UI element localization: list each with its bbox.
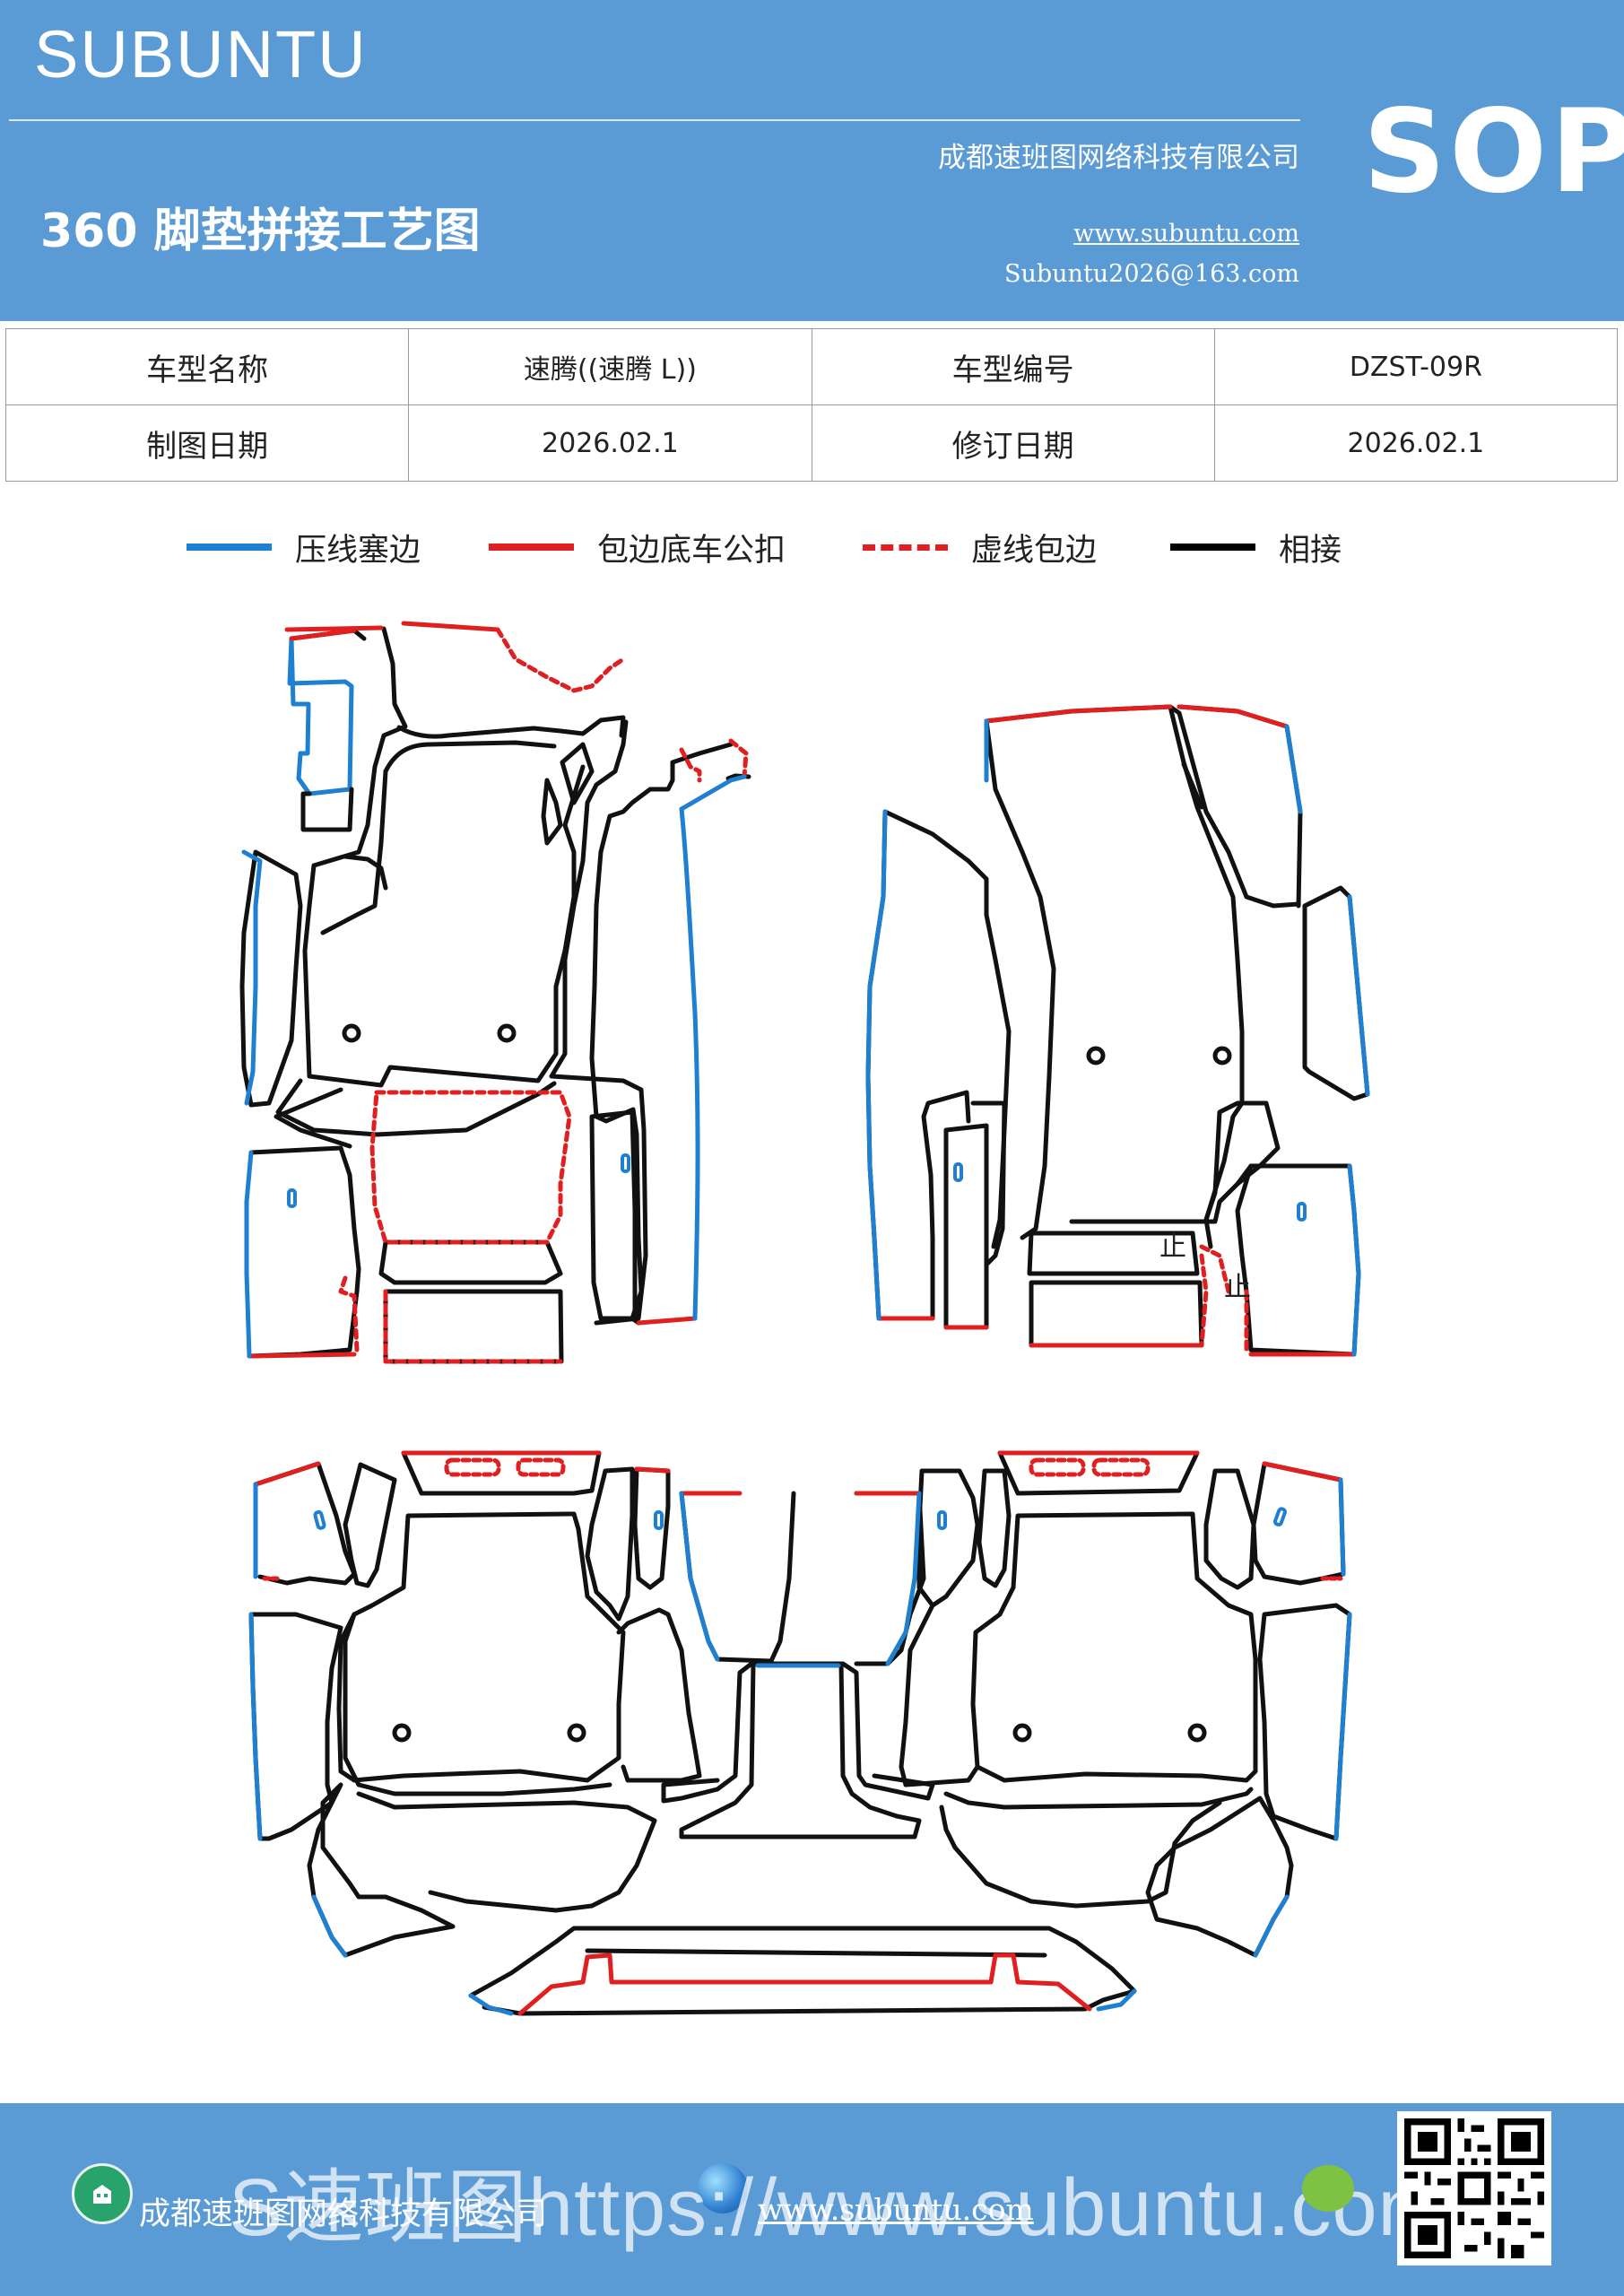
legend-label: 虚线包边 (971, 532, 1098, 569)
table-cell-label: 制图日期 (4, 404, 410, 482)
legend-swatch (1170, 544, 1255, 551)
building-icon (72, 2163, 133, 2224)
table-cell-value: 2026.02.1 (1213, 404, 1619, 482)
legend-item-blue: 压线塞边 (187, 525, 421, 570)
table-row: 车型名称 速腾((速腾 L)) 车型编号 DZST-09R (4, 328, 1619, 405)
table-cell-label: 车型编号 (811, 328, 1215, 405)
mat-center-tunnel (661, 1661, 935, 1839)
legend-item-black: 相接 (1170, 525, 1342, 570)
table-row: 制图日期 2026.02.1 修订日期 2026.02.1 (4, 404, 1619, 482)
header-divider (9, 119, 1300, 121)
mat-front-left (239, 626, 751, 1364)
legend-label: 相接 (1279, 532, 1342, 569)
footer-banner (0, 2103, 1624, 2296)
website-link[interactable]: www.subuntu.com (1073, 220, 1299, 248)
legend-item-red: 包边底车公扣 (489, 525, 786, 570)
globe-icon (698, 2163, 748, 2213)
table-cell-value: DZST-09R (1213, 328, 1619, 405)
contact-email: Subuntu2026@163.com (1004, 260, 1299, 288)
legend-item-red-dashed: 虚线包边 (863, 525, 1097, 570)
company-name: 成都速班图网络科技有限公司 (938, 142, 1299, 174)
legend-label: 压线塞边 (295, 532, 421, 569)
legend-label: 包边底车公扣 (597, 532, 786, 569)
doc-type-label: SOP (1363, 85, 1624, 219)
mat-rear-right (854, 1450, 1352, 1958)
mat-front-right (865, 704, 1370, 1357)
legend-swatch (489, 544, 574, 551)
wechat-icon (1302, 2165, 1354, 2212)
mat-rear-left (248, 1450, 702, 1958)
table-cell-label: 修订日期 (811, 404, 1215, 482)
stop-mark: 止 (1159, 1231, 1186, 1263)
table-cell-value: 2026.02.1 (408, 404, 812, 482)
page-title: 360 脚垫拼接工艺图 (40, 204, 481, 258)
legend-swatch (863, 544, 948, 551)
footer-company-name: 成都速班图网络科技有限公司 (139, 2196, 548, 2232)
vehicle-info-table: 车型名称 速腾((速腾 L)) 车型编号 DZST-09R 制图日期 2026.… (4, 328, 1619, 482)
stop-mark: 止 (1224, 1272, 1251, 1303)
table-cell-value: 速腾((速腾 L)) (408, 328, 812, 405)
header-banner (0, 0, 1624, 321)
brand-logo-text: SUBUNTU (34, 17, 368, 91)
legend-swatch (187, 544, 272, 551)
floor-mat-diagram: 止 止 (239, 621, 1370, 2016)
watermark-overlay: S速班图https://www.subuntu.com (229, 2163, 1446, 2253)
footer-website-link[interactable]: www.subuntu.com (758, 2192, 1034, 2227)
mat-rear-strip (468, 1926, 1137, 2016)
table-cell-label: 车型名称 (4, 328, 410, 405)
qr-code (1397, 2111, 1551, 2266)
